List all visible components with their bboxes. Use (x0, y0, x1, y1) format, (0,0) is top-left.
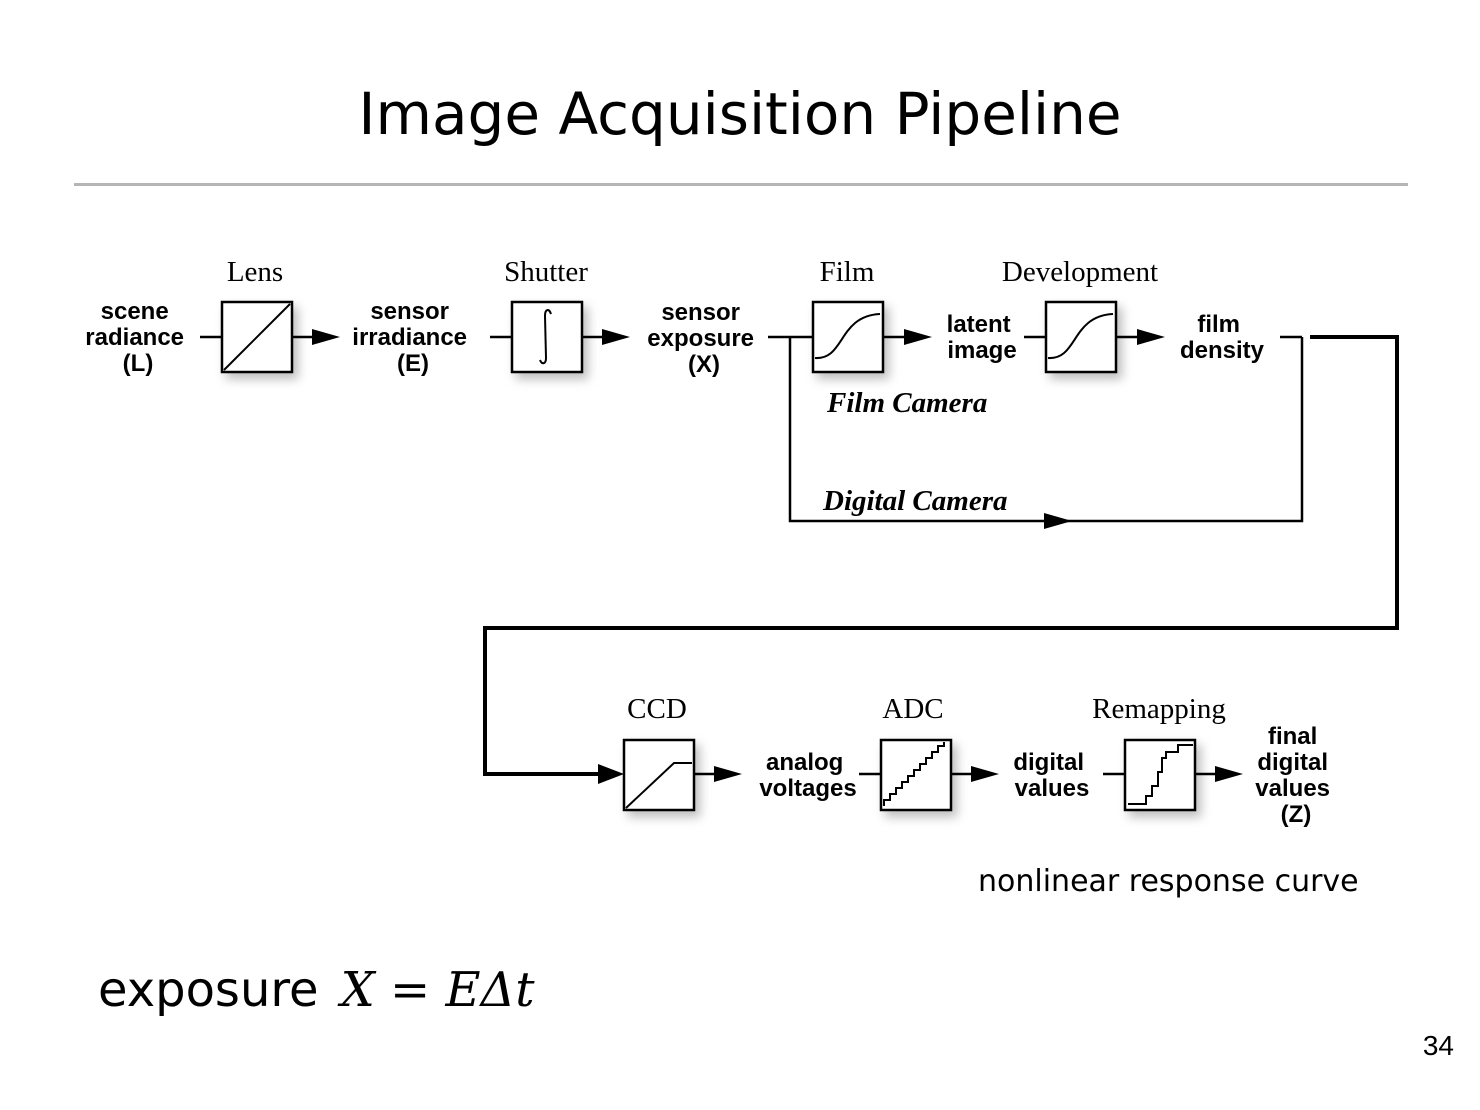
exposure-formula: exposure X = EΔt (98, 962, 534, 1018)
lens-caption: Lens (227, 256, 283, 288)
digital-values-label: digital values (1013, 749, 1090, 802)
top-connectors (200, 329, 1302, 345)
remapping-caption: Remapping (1092, 693, 1226, 725)
film-camera-label: Film Camera (826, 387, 987, 419)
title-divider (74, 183, 1408, 186)
adc-caption: ADC (882, 693, 943, 725)
film-caption: Film (820, 256, 875, 288)
shutter-box (510, 300, 584, 374)
bottom-connectors (694, 766, 1243, 782)
formula-math: X = EΔt (340, 962, 535, 1018)
development-caption: Development (1002, 256, 1158, 288)
lens-box (220, 300, 294, 374)
sensor-exposure-label: sensor exposure (X) (647, 299, 760, 378)
scene-radiance-label: scene radiance (L) (85, 298, 190, 377)
film-density-label: film density (1180, 311, 1265, 364)
analog-voltages-label: analog voltages (759, 749, 856, 802)
sensor-irradiance-label: sensor irradiance (E) (352, 298, 473, 377)
nonlinear-response-note: nonlinear response curve (978, 864, 1359, 899)
page-number: 34 (1422, 1030, 1454, 1061)
final-digital-values-label: final digital values (Z) (1255, 723, 1336, 828)
shutter-caption: Shutter (504, 256, 588, 288)
development-box (1044, 300, 1118, 374)
digital-camera-label: Digital Camera (822, 485, 1007, 517)
ccd-box (622, 738, 696, 812)
film-box (811, 300, 885, 374)
page-title: Image Acquisition Pipeline (358, 80, 1122, 148)
latent-image-label: latent image (947, 311, 1018, 364)
ccd-input-arrow (598, 764, 624, 784)
remapping-box (1123, 738, 1197, 812)
digital-camera-arrow (1044, 513, 1072, 529)
adc-box (879, 738, 953, 812)
ccd-caption: CCD (627, 693, 687, 725)
formula-word: exposure (98, 962, 319, 1018)
